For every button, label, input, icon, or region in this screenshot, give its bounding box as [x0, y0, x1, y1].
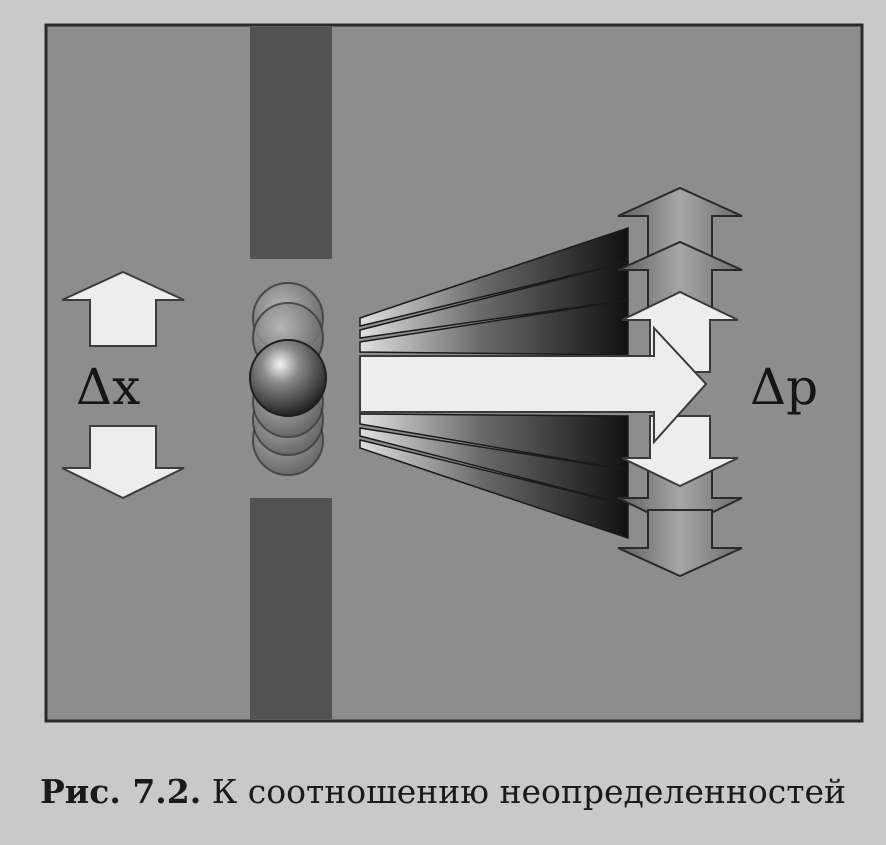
- delta-p-label: Δp: [750, 358, 818, 416]
- delta-x-label: Δx: [76, 358, 140, 416]
- dx-arrow-down: [61, 425, 185, 500]
- slit-wall-top: [250, 27, 332, 259]
- momentum-beams: [359, 226, 629, 540]
- dp-arrow-down-shaded: [617, 509, 743, 578]
- forward-arrow: [359, 325, 708, 445]
- dp-arrow-up-shaded: [617, 186, 743, 266]
- slit-wall-bottom: [250, 498, 332, 719]
- uncertainty-diagram: Δx Δp: [44, 23, 864, 723]
- caption-text: К соотношению неопределенностей: [211, 772, 847, 811]
- figure-caption: Рис. 7.2. К соотношению неопределенносте…: [0, 772, 886, 811]
- beam-lower-outer: [359, 439, 629, 540]
- dx-arrow-up: [61, 270, 185, 347]
- dp-arrow-up: [621, 290, 739, 373]
- dp-arrow-down: [621, 415, 739, 488]
- particle-positions: [249, 282, 327, 476]
- caption-number: Рис. 7.2.: [39, 772, 202, 811]
- particle-ball: [249, 339, 327, 417]
- dp-arrow-up-shaded: [617, 240, 743, 319]
- momentum-arrows: [617, 186, 743, 578]
